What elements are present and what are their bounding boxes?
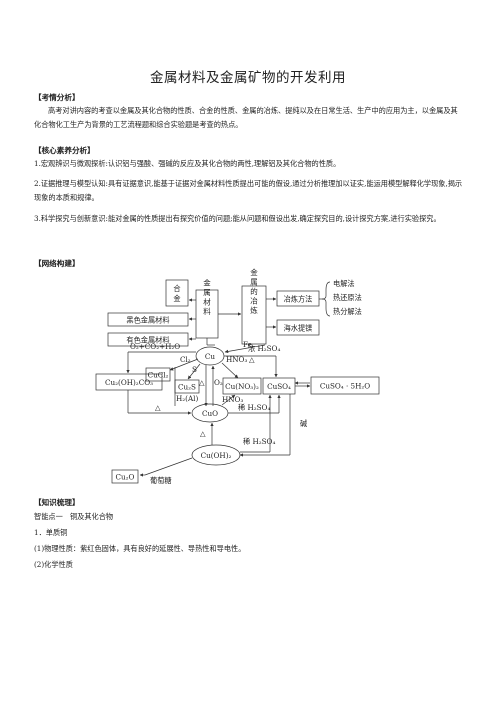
label-cu2oh2co3: Cu₂(OH)₂CO₃ bbox=[105, 378, 153, 387]
label-cucl2: CuCl₂ bbox=[148, 371, 169, 380]
label-cuo: CuO bbox=[202, 409, 218, 418]
label-youse: 有色金属材料 bbox=[126, 336, 169, 345]
label-heise: 黑色金属材料 bbox=[126, 316, 169, 325]
label-cu: Cu bbox=[205, 352, 215, 361]
label-yelian-fangfa: 冶炼方法 bbox=[284, 295, 313, 304]
hexin-item-2: 2.证据推理与模型认知:具有证据意识,能基于证据对金属材料性质提出可能的假设,通… bbox=[34, 179, 463, 202]
section-heading-zhishi: 【知识梳理】 bbox=[34, 498, 80, 507]
method-3: 热分解法 bbox=[333, 307, 362, 316]
box-cuno32 bbox=[222, 377, 262, 395]
knowledge-item-1b: (2)化学性质 bbox=[34, 560, 73, 569]
box-cu2oh2co3 bbox=[95, 373, 163, 391]
connector-fe bbox=[224, 344, 266, 354]
label-hejin: 合金 bbox=[173, 284, 180, 303]
knowledge-item-1: 1．单质铜 bbox=[34, 528, 68, 537]
label-cuno32: Cu(NO₃)₂ bbox=[225, 382, 259, 391]
label-yelian: 金属的冶炼 bbox=[249, 267, 258, 316]
label-delta-carbonate: △ bbox=[155, 403, 161, 412]
box-hejin bbox=[165, 279, 189, 307]
label-s: S bbox=[192, 365, 197, 374]
label-jinshu-cailiao: 金属材料 bbox=[202, 278, 211, 317]
label-cu2s: Cu₂S bbox=[178, 383, 196, 392]
label-nong-h2so4: 浓 H₂SO₄ bbox=[248, 344, 280, 353]
label-cl2: Cl₂ bbox=[180, 355, 191, 364]
box-cuso4-5h2o bbox=[310, 376, 380, 395]
label-delta-left: △ bbox=[199, 378, 205, 387]
section-heading-wangluo: 【网络构建】 bbox=[34, 259, 80, 268]
label-delta-top: △ bbox=[249, 355, 255, 364]
label-o2: O₂ bbox=[214, 378, 223, 387]
connector-cuo-hno3 bbox=[221, 394, 236, 406]
label-hno3-mid: HNO₃ bbox=[222, 395, 243, 404]
label-hno3-top: HNO₃ bbox=[226, 355, 247, 364]
label-haishui: 海水提镁 bbox=[284, 324, 313, 333]
method-2: 热还原法 bbox=[333, 293, 362, 302]
label-cuoh2: Cu(OH)₂ bbox=[201, 451, 232, 460]
section-heading-hexin: 【核心素养分析】 bbox=[34, 146, 95, 155]
box-cucl2 bbox=[145, 367, 171, 382]
hexin-item-3: 3.科学探究与创新意识:能对金属的性质提出有探究价值的问题;能从问题和假设出发,… bbox=[34, 214, 441, 223]
section-heading-kaoqing: 【考情分析】 bbox=[34, 93, 80, 102]
box-cu2o bbox=[111, 469, 139, 484]
label-putaotang: 葡萄糖 bbox=[150, 476, 172, 485]
hexin-item-1: 1.宏观辨识与微观探析:认识铝与强酸、强碱的反应及其化合物的两性,理解铝及其化合… bbox=[34, 159, 341, 168]
knowledge-point: 智能点一 铜及其化合物 bbox=[34, 512, 114, 521]
label-o2co2h2o: O₂+CO₂+H₂O bbox=[130, 342, 180, 351]
label-xi-h2so4-2: 稀 H₂SO₄ bbox=[243, 437, 275, 446]
label-cuso4: CuSO₄ bbox=[267, 382, 291, 391]
label-cuso4-5h2o: CuSO₄ · 5H₂O bbox=[320, 382, 370, 391]
box-heise bbox=[107, 312, 189, 327]
label-delta-bottom: △ bbox=[200, 429, 206, 438]
knowledge-item-1a: (1)物理性质：紫红色固体，具有良好的延展性、导热性和导电性。 bbox=[34, 544, 246, 553]
connector-s bbox=[187, 363, 201, 380]
method-1: 电解法 bbox=[333, 279, 355, 288]
connector-hno3 bbox=[221, 362, 239, 379]
node-cuoh2 bbox=[191, 444, 241, 466]
box-haishui bbox=[276, 319, 320, 336]
label-h2al: H₂(Al) bbox=[176, 394, 198, 403]
label-fe: Fe bbox=[243, 340, 252, 349]
page-title: 金属材料及金属矿物的开发利用 bbox=[150, 70, 346, 86]
box-yelian-fangfa bbox=[276, 290, 320, 307]
box-yelian bbox=[241, 285, 267, 345]
label-cu2o: Cu₂O bbox=[116, 473, 135, 482]
label-jian: 碱 bbox=[300, 419, 307, 428]
box-youse bbox=[107, 332, 189, 347]
label-xi-h2so4-1: 稀 H₂SO₄ bbox=[238, 403, 270, 412]
kaoqing-paragraph: 高考对讲内容的考查以金属及其化合物的性质、合金的性质、金属的冶炼、提纯以及在日常… bbox=[34, 106, 458, 129]
